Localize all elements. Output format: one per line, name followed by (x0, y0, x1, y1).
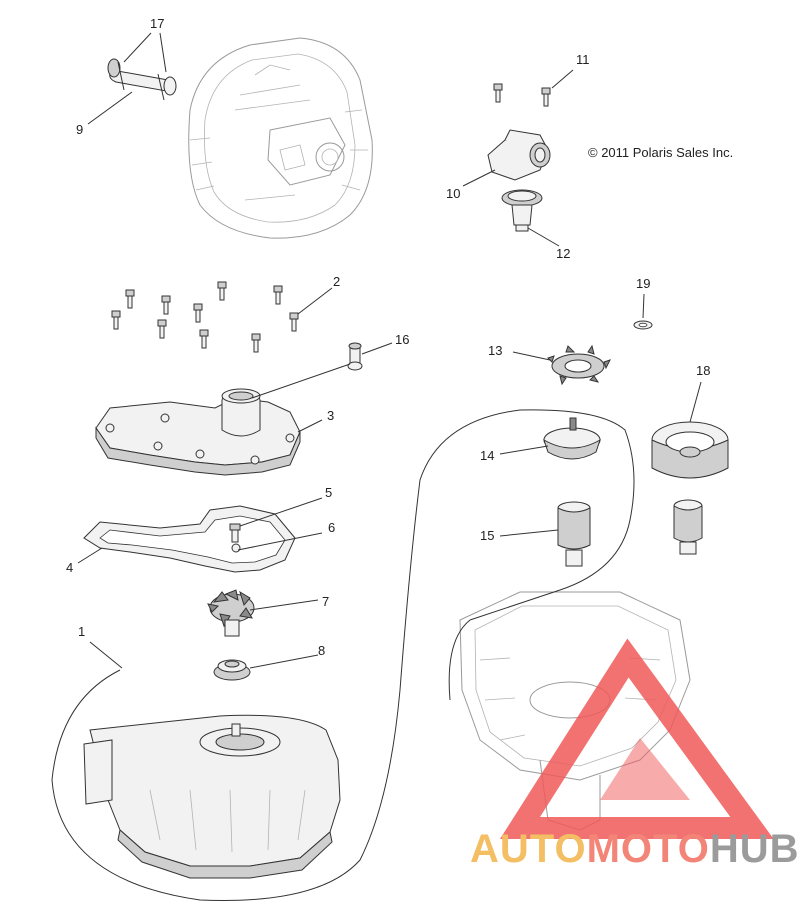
clutch-drum-part-18 (651, 421, 729, 479)
copyright-notice: © 2011 Polaris Sales Inc. (588, 145, 733, 160)
bolt-part-5 (229, 523, 241, 543)
callout-6: 6 (328, 520, 335, 535)
callout-2: 2 (333, 274, 340, 289)
callout-3: 3 (327, 408, 334, 423)
callout-12: 12 (556, 246, 570, 261)
callout-7: 7 (322, 594, 329, 609)
gear-part-13 (547, 344, 611, 386)
main-housing-part-1 (83, 714, 341, 879)
watermark-triangle-icon (499, 638, 774, 839)
callout-labels: 17 9 11 10 12 2 16 3 5 6 4 7 8 1 13 19 1… (66, 16, 710, 658)
assembly-loop-right (448, 619, 471, 701)
cap-part-14 (543, 417, 601, 460)
pipe-part-9 (107, 58, 177, 101)
watermark-text-auto: AUTO (470, 827, 587, 871)
callout-5: 5 (325, 485, 332, 500)
callout-11: 11 (576, 52, 590, 67)
watermark-text-hub: HUB (710, 827, 800, 871)
watermark-text-moto: MOTO (587, 827, 710, 871)
callout-17: 17 (150, 16, 164, 31)
seal-part-8 (213, 659, 251, 681)
bolts-part-11 (493, 83, 551, 107)
gasket-part-4-6 (83, 505, 296, 573)
shaft-lower (673, 499, 703, 555)
callout-16: 16 (395, 332, 409, 347)
callout-14: 14 (480, 448, 494, 463)
leader-lines (77, 32, 702, 669)
automotohub-watermark: AUTOMOTOHUB (470, 638, 800, 871)
callout-8: 8 (318, 643, 325, 658)
ghost-engine-housing-top (188, 37, 373, 239)
svg-text:AUTOMOTOHUB: AUTOMOTOHUB (470, 827, 800, 871)
water-pump-cover-part-3 (95, 388, 301, 476)
thermostat-part-12 (501, 189, 543, 232)
shaft-part-15 (557, 501, 591, 567)
callout-1: 1 (78, 624, 85, 639)
callout-9: 9 (76, 122, 83, 137)
callout-4: 4 (66, 560, 73, 575)
callout-13: 13 (488, 343, 502, 358)
callout-19: 19 (636, 276, 650, 291)
bolts-part-2 (111, 281, 299, 353)
thermostat-housing-part-10 (487, 129, 551, 181)
callout-15: 15 (480, 528, 494, 543)
washer-part-19 (633, 320, 653, 330)
impeller-part-7 (207, 589, 255, 637)
assembly-loop-left (51, 409, 635, 901)
watermark-inner-triangle-icon (600, 738, 690, 800)
fitting-part-16 (347, 342, 363, 371)
callout-18: 18 (696, 363, 710, 378)
callout-10: 10 (446, 186, 460, 201)
